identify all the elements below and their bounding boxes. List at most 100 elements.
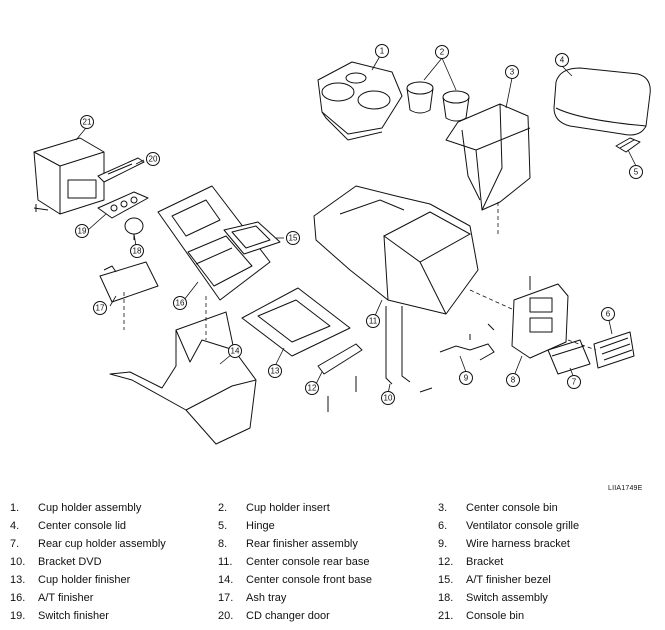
legend-number: 1. xyxy=(10,502,20,514)
callout-7: 7 xyxy=(567,375,581,389)
legend-item: 1.Cup holder assembly xyxy=(10,502,218,514)
legend-number: 20. xyxy=(218,610,234,622)
legend-label: Rear cup holder assembly xyxy=(38,538,166,550)
legend-label: Switch assembly xyxy=(466,592,548,604)
part-center-console-lid xyxy=(553,67,651,136)
callout-4: 4 xyxy=(555,53,569,67)
legend-label: Switch finisher xyxy=(38,610,109,622)
legend-item: 11.Center console rear base xyxy=(218,556,438,568)
callout-21: 21 xyxy=(80,115,94,129)
legend-item: 8. Rear finisher assembly xyxy=(218,538,438,550)
legend-number: 13. xyxy=(10,574,26,586)
legend-item: 16.A/T finisher xyxy=(10,592,218,604)
part-bracket xyxy=(317,343,363,412)
legend-row: 16.A/T finisher 17.Ash tray 18.Switch as… xyxy=(10,589,660,607)
legend-label: Center console front base xyxy=(246,574,372,586)
legend-number: 7. xyxy=(10,538,20,550)
legend-item: 21.Console bin xyxy=(438,610,660,622)
callout-2-number: 2 xyxy=(440,48,445,57)
callout-17: 17 xyxy=(93,301,107,315)
legend-row: 7. Rear cup holder assembly 8. Rear finish… xyxy=(10,535,660,553)
legend-row: 10. Bracket DVD 11.Center console rear ba… xyxy=(10,553,660,571)
legend-item: 13.Cup holder finisher xyxy=(10,574,218,586)
exploded-parts-diagram: 1 2 3 4 5 6 7 8 9 10 11 12 13 14 15 16 1… xyxy=(33,44,651,445)
part-screw xyxy=(33,204,49,212)
callout-3: 3 xyxy=(505,65,519,79)
part-rear-cup-holder-assembly xyxy=(547,339,591,375)
callout-15: 15 xyxy=(286,231,300,245)
legend-number: 11. xyxy=(218,556,233,568)
callout-20: 20 xyxy=(146,152,160,166)
legend-item: 9. Wire harness bracket xyxy=(438,538,660,550)
part-switch-assembly xyxy=(124,217,144,240)
callout-18-number: 18 xyxy=(133,247,142,256)
callout-5: 5 xyxy=(629,165,643,179)
legend-item: 20. CD changer door xyxy=(218,610,438,622)
callout-16: 16 xyxy=(173,296,187,310)
legend-item: 18. Switch assembly xyxy=(438,592,660,604)
legend-number: 3. xyxy=(438,502,448,514)
callout-11-number: 11 xyxy=(369,317,378,326)
callout-5-number: 5 xyxy=(634,168,639,177)
legend-row: 1.Cup holder assembly 2.Cup holder inser… xyxy=(10,499,660,517)
legend-number: 12. xyxy=(438,556,454,568)
legend-item: 2.Cup holder insert xyxy=(218,502,438,514)
part-ash-tray xyxy=(99,261,159,303)
callout-14: 14 xyxy=(228,344,242,358)
legend-label: Hinge xyxy=(246,520,275,532)
callout-9: 9 xyxy=(459,371,473,385)
callout-19: 19 xyxy=(75,224,89,238)
legend-number: 4. xyxy=(10,520,20,532)
legend-number: 18. xyxy=(438,592,454,604)
part-center-console-front-base xyxy=(109,311,257,445)
callout-7-number: 7 xyxy=(572,378,577,387)
part-center-console-bin xyxy=(445,103,531,211)
callout-1-number: 1 xyxy=(380,47,385,56)
legend-item: 19.Switch finisher xyxy=(10,610,218,622)
legend-row: 19.Switch finisher 20. CD changer door 21… xyxy=(10,607,660,625)
legend-label: Bracket DVD xyxy=(38,556,102,568)
part-at-finisher xyxy=(157,185,271,301)
legend-number: 5. xyxy=(218,520,228,532)
legend-number: 15. xyxy=(438,574,454,586)
callout-8-number: 8 xyxy=(511,376,516,385)
legend-label: Ventilator console grille xyxy=(466,520,580,532)
figure-code: LIIA1749E xyxy=(608,485,643,492)
part-rear-finisher-assembly xyxy=(511,276,569,359)
legend-item: 7. Rear cup holder assembly xyxy=(10,538,218,550)
callout-16-number: 16 xyxy=(176,299,185,308)
assembly-line xyxy=(567,339,597,351)
legend-label: Wire harness bracket xyxy=(466,538,570,550)
part-console-bin xyxy=(33,137,105,215)
part-cup-holder-assembly xyxy=(317,61,403,141)
callout-14-number: 14 xyxy=(231,347,240,356)
legend-row: 4.Center console lid 5.Hinge 6.Ventilato… xyxy=(10,517,660,535)
legend-label: Rear finisher assembly xyxy=(246,538,358,550)
callout-20-number: 20 xyxy=(149,155,158,164)
legend-number: 16. xyxy=(10,592,26,604)
part-switch-finisher xyxy=(97,191,149,219)
callout-9-number: 9 xyxy=(464,374,469,383)
legend-number: 10. xyxy=(10,556,26,568)
callout-10-number: 10 xyxy=(384,394,393,403)
parts-legend: 1.Cup holder assembly 2.Cup holder inser… xyxy=(10,499,660,625)
legend-label: Cup holder insert xyxy=(246,502,330,514)
callout-19-number: 19 xyxy=(78,227,87,236)
legend-item: 14. Center console front base xyxy=(218,574,438,586)
legend-label: Bracket xyxy=(466,556,504,568)
callout-13: 13 xyxy=(268,364,282,378)
part-cup-holder-insert xyxy=(406,81,470,122)
legend-label: Console bin xyxy=(466,610,525,622)
part-ventilator-console-grille xyxy=(593,331,635,369)
callout-11: 11 xyxy=(366,314,380,328)
legend-label: CD changer door xyxy=(246,610,330,622)
legend-number: 17. xyxy=(218,592,234,604)
part-center-console-rear-base xyxy=(313,185,479,315)
legend-number: 14. xyxy=(218,574,234,586)
legend-number: 8. xyxy=(218,538,228,550)
legend-item: 3.Center console bin xyxy=(438,502,660,514)
legend-number: 9. xyxy=(438,538,448,550)
callout-4-number: 4 xyxy=(560,56,565,65)
legend-number: 6. xyxy=(438,520,448,532)
callout-15-number: 15 xyxy=(289,234,298,243)
